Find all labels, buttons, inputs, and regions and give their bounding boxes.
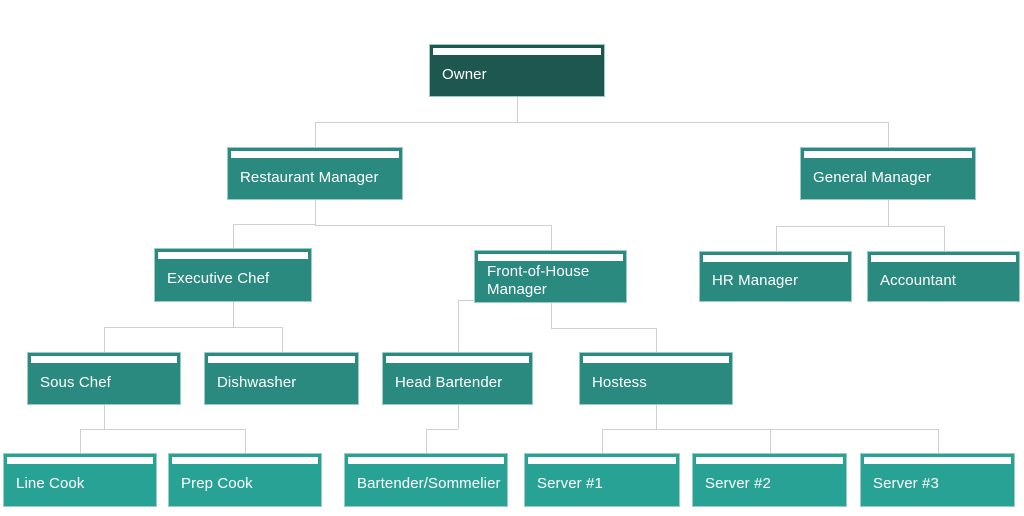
org-node-restaurant-manager[interactable]: Restaurant Manager [227,147,403,200]
node-label: Bartender/Sommelier [357,475,501,492]
connector-line [517,122,888,123]
node-header-strip [703,255,848,262]
org-node-head-bartender[interactable]: Head Bartender [382,352,533,405]
connector-line [104,405,105,429]
org-node-sous-chef[interactable]: Sous Chef [27,352,181,405]
connector-line [104,327,233,328]
org-node-server-1[interactable]: Server #1 [524,453,680,507]
node-label: General Manager [813,168,932,186]
connector-line [602,429,603,453]
connector-line [944,226,945,251]
connector-line [656,429,770,430]
connector-line [80,429,81,453]
connector-line [656,405,657,429]
connector-line [282,327,283,352]
connector-line [656,328,657,352]
connector-line [104,327,105,352]
node-header-strip [231,151,399,158]
node-header-strip [433,48,601,55]
node-label: Dishwasher [217,373,297,391]
connector-line [315,200,316,225]
connector-line [233,302,234,327]
connector-line [80,429,104,430]
org-node-prep-cook[interactable]: Prep Cook [168,453,322,507]
org-node-bartender-sommelier[interactable]: Bartender/Sommelier [344,453,508,507]
node-header-strip [31,356,177,363]
connector-line [458,300,459,352]
node-label: Line Cook [16,475,85,492]
connector-line [104,429,245,430]
node-label: Hostess [592,373,647,391]
connector-line [938,429,939,453]
connector-line [656,429,938,430]
org-node-hr-manager[interactable]: HR Manager [699,251,852,302]
connector-line [233,327,282,328]
connector-line [776,226,888,227]
connector-line [426,429,458,430]
org-node-executive-chef[interactable]: Executive Chef [154,248,312,302]
connector-line [458,405,459,429]
connector-line [888,226,944,227]
node-header-strip [583,356,729,363]
org-node-accountant[interactable]: Accountant [867,251,1020,302]
connector-line [602,429,656,430]
node-header-strip [386,356,529,363]
connector-line [104,405,105,429]
node-header-strip [804,151,972,158]
node-label: Prep Cook [181,475,253,492]
org-node-owner[interactable]: Owner [429,44,605,97]
connector-line [315,225,551,226]
node-header-strip [172,457,318,464]
connector-line [551,225,552,250]
org-node-hostess[interactable]: Hostess [579,352,733,405]
node-label: Server #3 [873,475,939,492]
connector-line [458,300,474,301]
connector-line [770,429,771,453]
node-label: Sous Chef [40,373,111,391]
connector-line [426,429,427,453]
connector-line [656,405,657,429]
connector-line [245,429,246,453]
connector-line [233,224,315,225]
org-node-general-manager[interactable]: General Manager [800,147,976,200]
node-header-strip [478,254,623,261]
connector-line [233,302,234,327]
org-node-server-3[interactable]: Server #3 [860,453,1015,507]
connector-line [517,97,518,122]
node-header-strip [528,457,676,464]
node-header-strip [696,457,843,464]
connector-line [517,97,518,122]
node-label: HR Manager [712,271,799,289]
connector-line [888,200,889,226]
node-label: Front-of-House Manager [487,262,590,298]
connector-line [315,122,517,123]
node-label: Restaurant Manager [240,168,379,186]
node-label: Server #2 [705,475,771,492]
connector-line [551,303,552,328]
connector-line [551,328,656,329]
node-header-strip [208,356,355,363]
connector-line [888,122,889,147]
node-header-strip [348,457,504,464]
node-header-strip [864,457,1011,464]
node-header-strip [7,457,153,464]
connector-line [233,224,234,248]
node-label: Head Bartender [395,373,503,391]
org-node-dishwasher[interactable]: Dishwasher [204,352,359,405]
connector-line [888,200,889,226]
node-label: Executive Chef [167,270,270,287]
org-node-foh-manager[interactable]: Front-of-House Manager [474,250,627,303]
connector-line [776,226,777,251]
connector-line [315,200,316,224]
node-label: Server #1 [537,475,603,492]
node-label: Accountant [880,271,957,289]
org-node-server-2[interactable]: Server #2 [692,453,847,507]
node-label: Owner [442,65,487,83]
org-node-line-cook[interactable]: Line Cook [3,453,157,507]
node-header-strip [158,252,308,259]
connector-line [315,122,316,147]
connector-line [656,405,657,429]
node-header-strip [871,255,1016,262]
